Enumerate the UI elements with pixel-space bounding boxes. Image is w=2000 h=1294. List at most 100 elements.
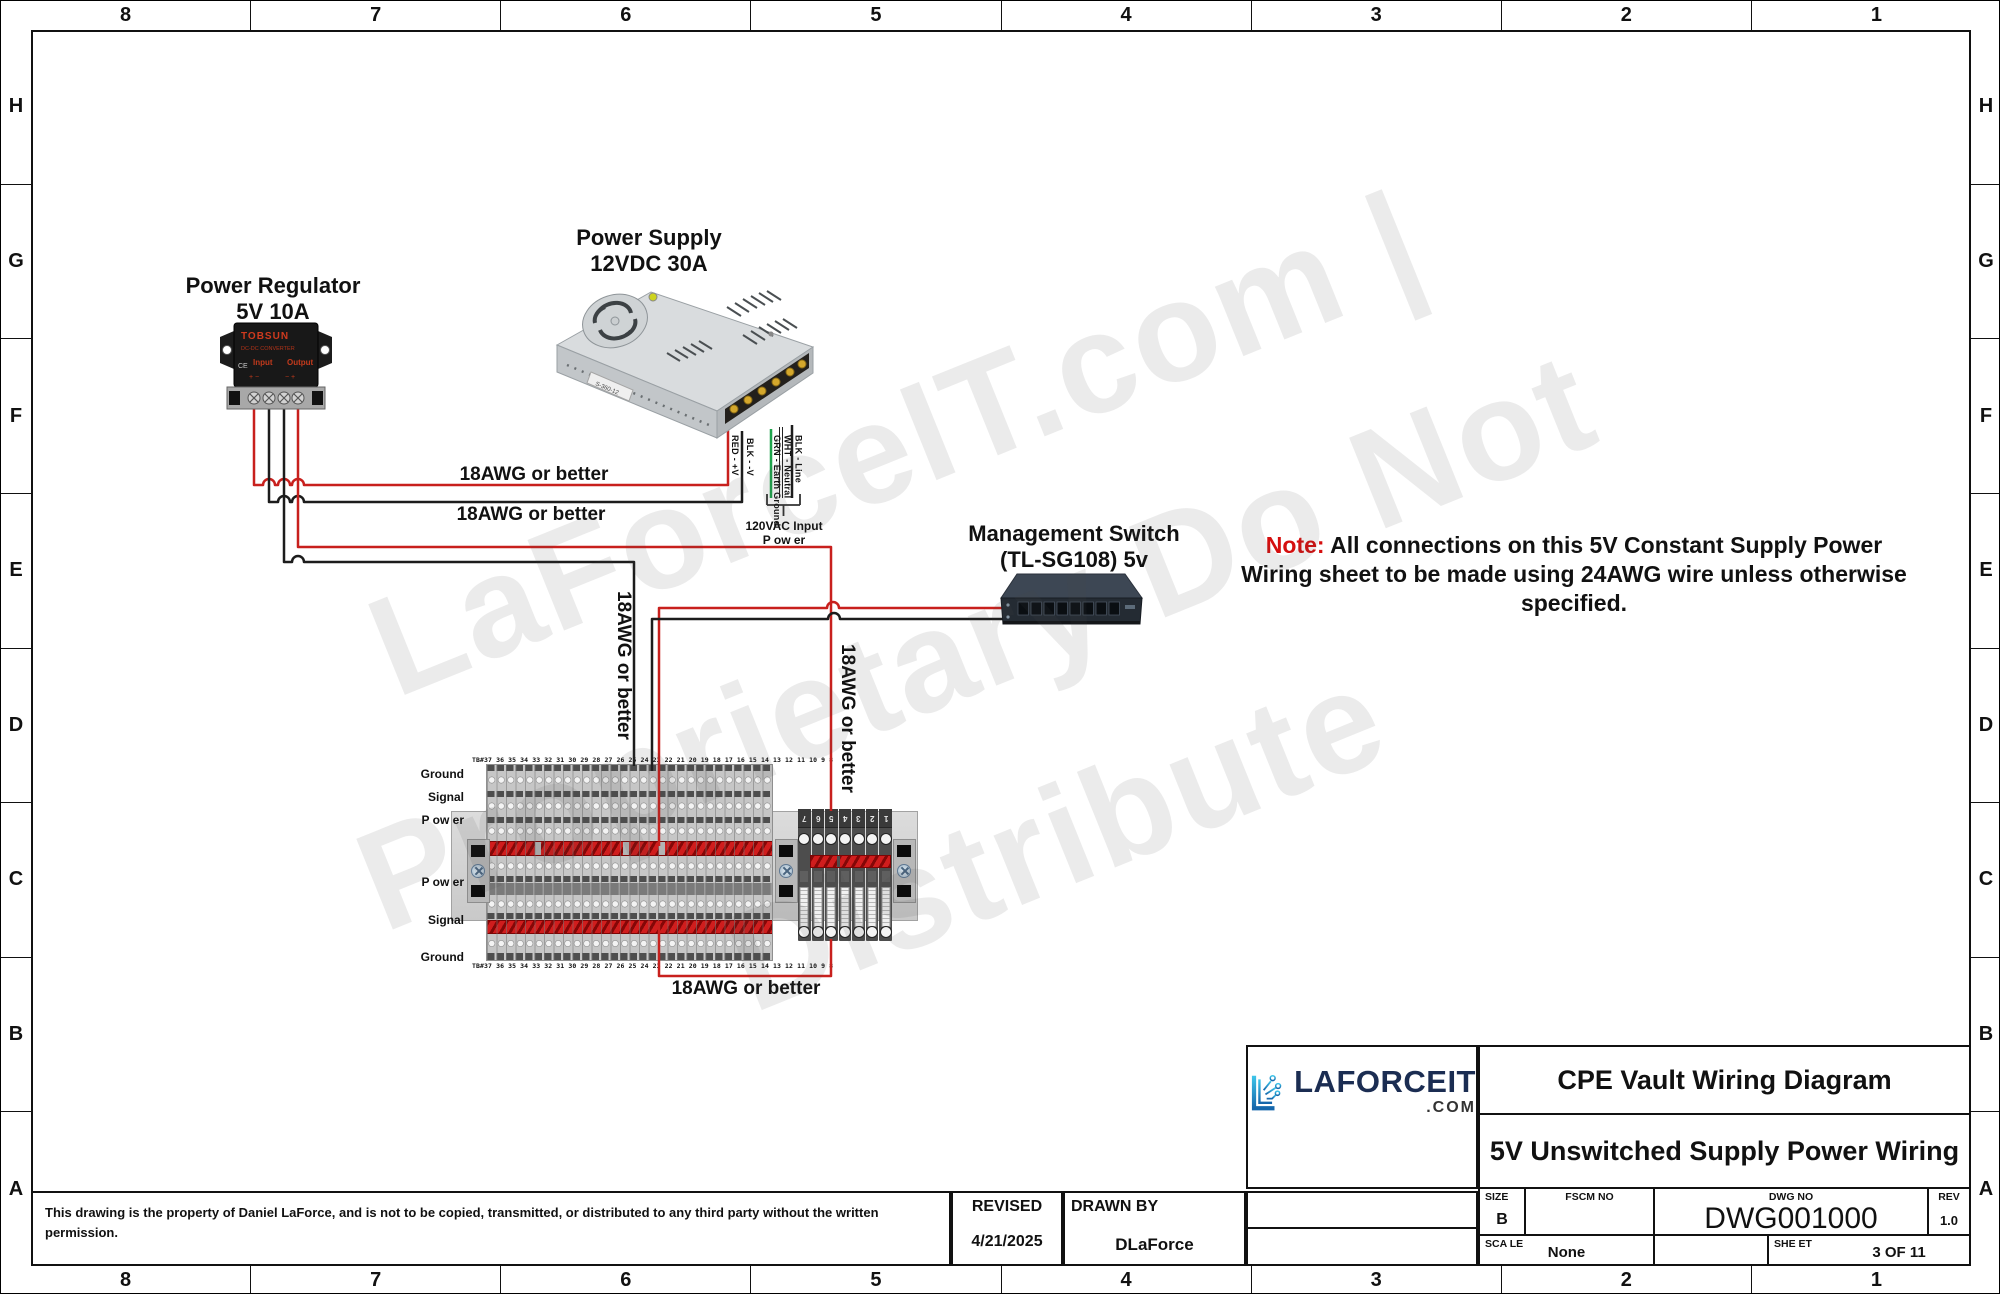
sheet-value: 3 OF 11 xyxy=(1872,1244,1926,1261)
wire-fuse-to-block-bottom xyxy=(657,921,833,978)
logo-com: .COM xyxy=(1426,1099,1476,1116)
zone-letter: E xyxy=(1,494,31,649)
logo-text: LAFORCEIT xyxy=(1294,1064,1476,1099)
end-bracket-left xyxy=(467,839,490,903)
zone-letter: E xyxy=(1971,494,1999,649)
vac-input-label: 120VAC Input P ow er xyxy=(741,519,827,547)
zone-number: 2 xyxy=(1502,1266,1752,1293)
zone-number: 7 xyxy=(251,1,502,30)
zone-number: 7 xyxy=(251,1266,502,1293)
wire-switch-neg xyxy=(650,611,1007,771)
wire-switch-pos xyxy=(657,600,1007,846)
awg-label-vertical-right: 18AWG or better xyxy=(837,644,858,793)
zone-letter: A xyxy=(1978,1177,1994,1200)
wire-psu-neg-to-regulator xyxy=(267,406,744,504)
vac-input-line1: 120VAC Input xyxy=(745,519,823,533)
zone-number: 6 xyxy=(501,1,752,30)
psu-wire-tag-wht: WHT - Neutral xyxy=(782,435,793,499)
switch-title: Management Switch (TL-SG108) 5v xyxy=(964,521,1184,573)
drawing-title: CPE Vault Wiring Diagram xyxy=(1478,1045,1971,1115)
fscm-cell: FSCM NO xyxy=(1524,1187,1655,1236)
regulator-output-label: Output xyxy=(287,358,314,367)
psu-title-line2: 12VDC 30A xyxy=(590,251,708,276)
dwg-label: DWG NO xyxy=(1768,1191,1814,1203)
fscm-label: FSCM NO xyxy=(1565,1191,1614,1203)
row-label-power-top: P ow er xyxy=(421,813,464,827)
fuse-terminal-block: 7 6 5 4 3 2 1 xyxy=(798,809,893,941)
zone-letter: A xyxy=(8,1177,24,1200)
revised-cell: REVISED 4/21/2025 xyxy=(951,1191,1063,1266)
psu-wire-tag-red: RED - +V xyxy=(730,435,740,476)
border-zone-rows-right: H G F E D C B A xyxy=(1971,30,1999,1266)
zone-letter: G xyxy=(1971,185,1999,340)
row-label-ground-bottom: Ground xyxy=(420,950,464,964)
dwg-number: DWG001000 xyxy=(1704,1202,1878,1235)
awg-label-bottom: 18AWG or better xyxy=(671,978,821,999)
logo-cell: LAFORCEIT .COM xyxy=(1246,1045,1478,1189)
border-zone-rows-left: H G F E D C B A xyxy=(1,30,31,1266)
end-bracket-middle xyxy=(775,839,798,903)
sheet-label: SHE ET xyxy=(1774,1238,1812,1250)
psu-wire-tag-blk-v: BLK - -V xyxy=(745,438,755,476)
border-zone-columns-bottom: 8 7 6 5 4 3 2 1 xyxy=(1,1266,1999,1293)
zone-letter: D xyxy=(1,649,31,804)
awg-label-vertical-left: 18AWG or better xyxy=(613,591,634,740)
note-prefix: Note: xyxy=(1265,532,1325,558)
zone-number: 4 xyxy=(1002,1,1252,30)
fuse-power-bus xyxy=(810,855,891,868)
zone-number: 8 xyxy=(1,1,252,30)
zone-letter: G xyxy=(1,185,31,340)
zone-letter: C xyxy=(1,803,31,958)
vac-input-bracket xyxy=(766,494,801,516)
wire-regulator-pos-to-fuse xyxy=(296,406,833,811)
row-label-power-bottom: P ow er xyxy=(421,875,464,889)
sheet-note: Note: All connections on this 5V Constan… xyxy=(1238,531,1910,618)
zone-number: 6 xyxy=(501,1266,752,1293)
end-bracket-right xyxy=(893,839,916,903)
rev-label: REV xyxy=(1938,1191,1960,1203)
zone-number: 5 xyxy=(751,1266,1002,1293)
power-supply-graphic: S-360-12 xyxy=(555,290,815,439)
zone-number: 1 xyxy=(1870,4,1882,26)
psu-title: Power Supply 12VDC 30A xyxy=(549,225,749,277)
blank-cell-lower xyxy=(1246,1227,1478,1266)
awg-label-1: 18AWG or better xyxy=(459,464,609,485)
row-label-signal-top: Signal xyxy=(427,790,464,804)
terminal-numbers-bottom: TB#37 36 35 34 33 32 31 30 29 28 27 26 2… xyxy=(472,962,834,970)
regulator-subtitle: DC-DC CONVERTER xyxy=(241,346,295,352)
scale-value: None xyxy=(1547,1244,1586,1261)
zone-number: 3 xyxy=(1252,1,1502,30)
switch-title-line1: Management Switch xyxy=(968,521,1180,546)
management-switch-graphic xyxy=(1000,573,1143,625)
revised-label: REVISED xyxy=(971,1198,1043,1215)
rev-cell: REV 1.0 xyxy=(1927,1187,1971,1236)
dwg-cell: DWG NO DWG001000 xyxy=(1653,1187,1929,1236)
awg-label-2: 18AWG or better xyxy=(456,504,606,525)
switch-title-line2: (TL-SG108) 5v xyxy=(1000,547,1148,572)
regulator-title: Power Regulator 5V 10A xyxy=(173,273,373,325)
scale-cell: SCA LE None xyxy=(1478,1234,1655,1266)
row-label-signal-bottom: Signal xyxy=(427,913,464,927)
zone-letter: H xyxy=(1,30,31,185)
zone-letter: B xyxy=(1,958,31,1113)
zone-number: 1 xyxy=(1870,1269,1882,1291)
size-label: SIZE xyxy=(1485,1191,1509,1203)
size-value: B xyxy=(1496,1211,1508,1228)
power-regulator-graphic: TOBSUN DC-DC CONVERTER CE Input Output +… xyxy=(220,322,332,410)
wire-regulator-neg-to-block xyxy=(282,406,636,766)
laforceit-logo-icon xyxy=(1251,1074,1282,1111)
size-cell: SIZE B xyxy=(1478,1187,1526,1236)
drawing-subtitle: 5V Unswitched Supply Power Wiring xyxy=(1478,1113,1971,1189)
drawn-by-cell: DRAWN BY DLaForce xyxy=(1063,1191,1246,1266)
zone-letter: F xyxy=(1,339,31,494)
property-notice: This drawing is the property of Daniel L… xyxy=(31,1191,951,1266)
zone-number: 5 xyxy=(751,1,1002,30)
rev-value: 1.0 xyxy=(1939,1213,1959,1228)
regulator-input-label: Input xyxy=(253,358,273,367)
regulator-brand: TOBSUN xyxy=(241,331,289,342)
zone-number: 3 xyxy=(1252,1266,1502,1293)
blank-cell xyxy=(1653,1234,1769,1266)
zone-letter: C xyxy=(1971,803,1999,958)
